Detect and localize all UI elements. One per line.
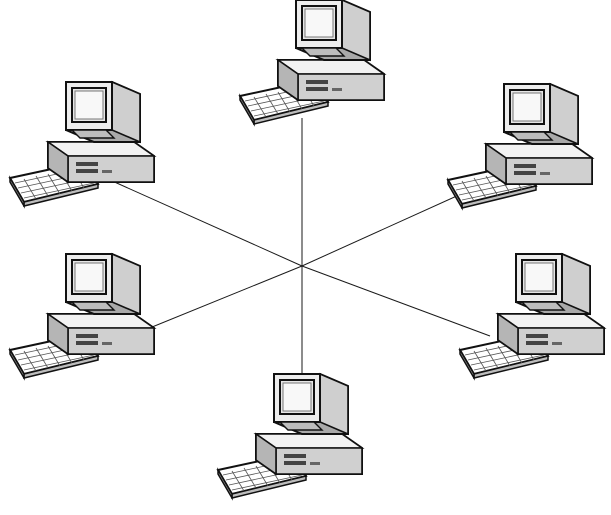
link-lower-left: [129, 265, 303, 337]
computer-node-upper-left: [9, 81, 155, 207]
desktop-computer-icon: [217, 373, 363, 499]
computer-node-bottom: [217, 373, 363, 499]
computer-node-lower-right: [459, 253, 605, 379]
desktop-computer-icon: [9, 81, 155, 207]
desktop-computer-icon: [239, 0, 385, 125]
desktop-computer-icon: [447, 83, 593, 209]
connection-lines: [109, 118, 491, 390]
computer-node-top: [239, 0, 385, 125]
desktop-computer-icon: [459, 253, 605, 379]
desktop-computer-icon: [9, 253, 155, 379]
computer-node-upper-right: [447, 83, 593, 209]
link-upper-left: [109, 179, 303, 267]
link-lower-right: [301, 265, 491, 337]
link-upper-right: [301, 189, 471, 267]
computer-node-lower-left: [9, 253, 155, 379]
